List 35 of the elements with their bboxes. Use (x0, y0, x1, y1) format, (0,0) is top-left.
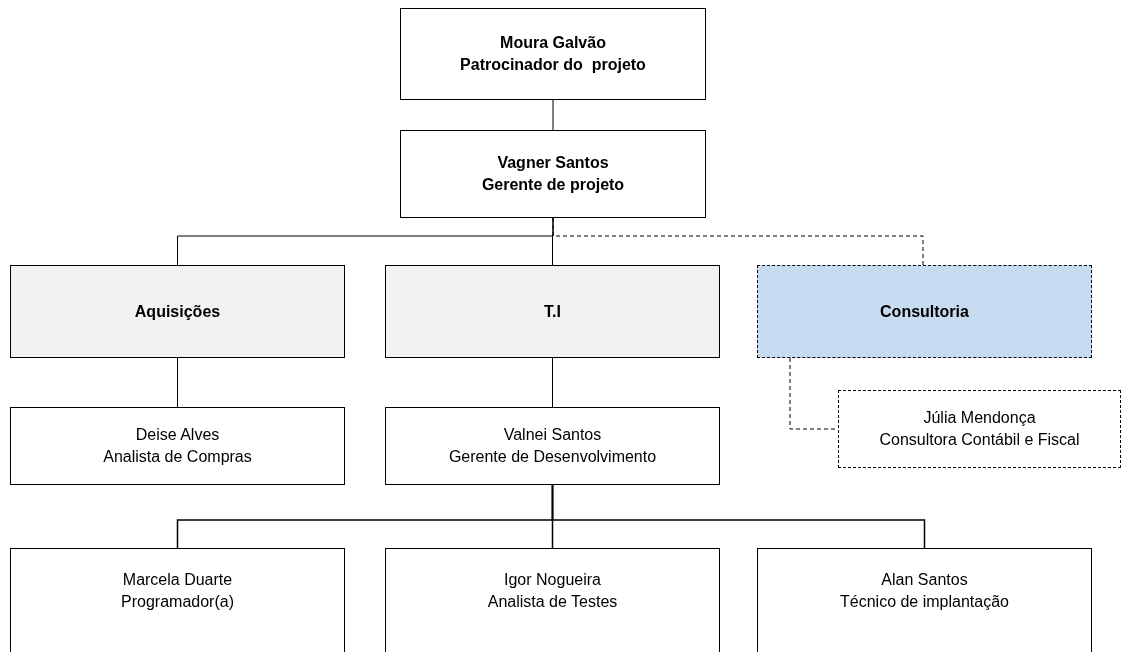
person-box (838, 390, 1121, 468)
department-name: T.I (544, 301, 561, 322)
role-title: Programador(a) (121, 592, 234, 612)
role-title: Gerente de projeto (481, 175, 625, 195)
department-box (757, 265, 1092, 358)
person-box (385, 548, 720, 652)
person-box (10, 407, 345, 485)
department-name: Consultoria (880, 301, 969, 322)
department-box (10, 265, 345, 358)
role-title: Técnico de implantação (840, 592, 1009, 612)
role-title: Analista de Testes (487, 592, 618, 612)
person-box (385, 407, 720, 485)
connector-line (552, 357, 553, 408)
person-box (400, 8, 706, 100)
connector-line (551, 484, 926, 549)
person-name: Marcela Duarte (122, 570, 233, 590)
person-name: Valnei Santos (503, 425, 602, 445)
connector-line (552, 217, 924, 266)
person-name: Moura Galvão (500, 33, 606, 53)
person-name: Alan Santos (881, 570, 968, 590)
role-title: Patrocinador do projeto (460, 55, 646, 75)
person-name: Deise Alves (135, 425, 220, 445)
connector-line (552, 99, 554, 131)
person-name: Vagner Santos (497, 153, 609, 173)
role-title: Gerente de Desenvolvimento (448, 447, 657, 467)
connector-line (177, 357, 178, 408)
role-title: Analista de Compras (103, 447, 252, 467)
department-box (385, 265, 720, 358)
person-name: Júlia Mendonça (923, 408, 1036, 428)
role-title: Consultora Contábil e Fiscal (879, 430, 1080, 450)
person-box (10, 548, 345, 652)
person-name: Igor Nogueira (504, 570, 601, 590)
person-box (757, 548, 1092, 652)
department-name: Aquisições (134, 301, 221, 322)
person-box (400, 130, 706, 218)
